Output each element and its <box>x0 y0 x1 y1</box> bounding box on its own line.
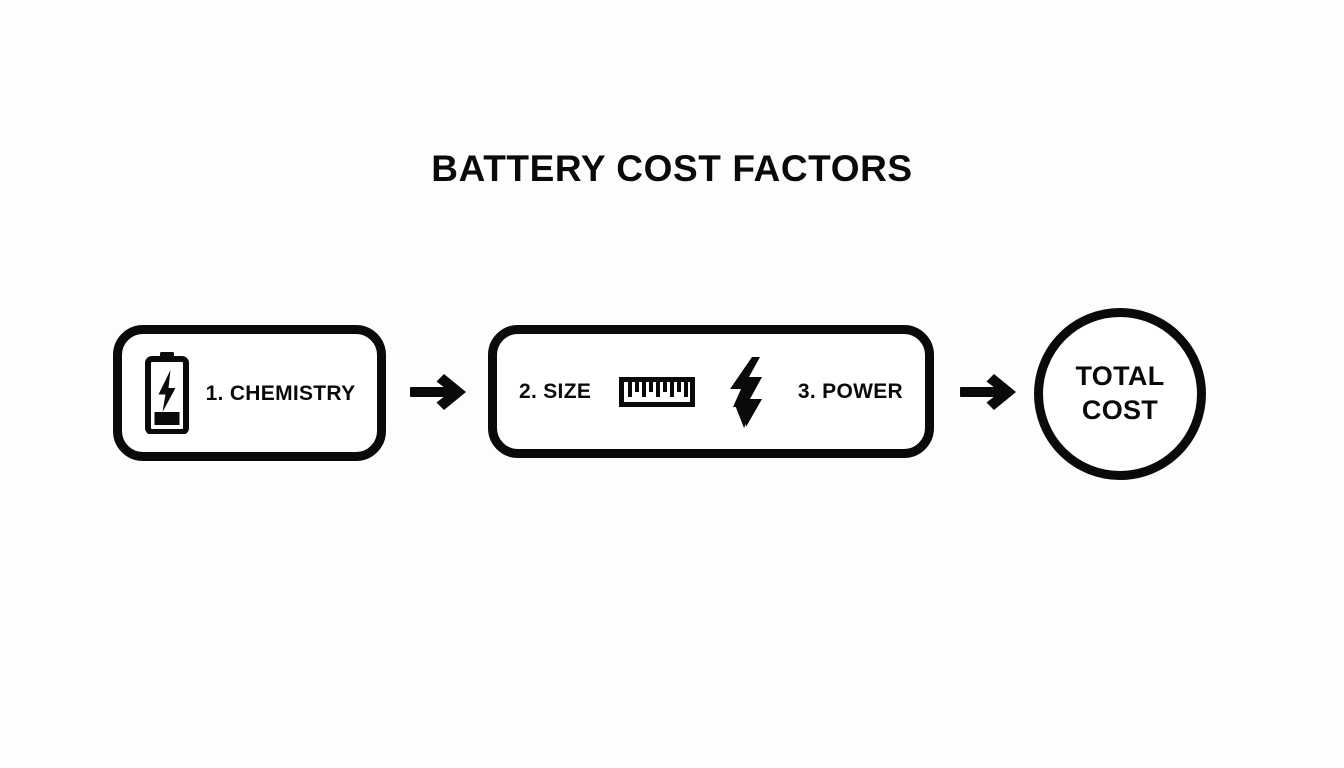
total-cost-line-1: TOTAL <box>1075 361 1165 392</box>
lightning-bolt-icon <box>722 355 770 429</box>
stage-inner-row: 2. SIZE <box>497 355 925 429</box>
ruler-icon <box>618 376 695 407</box>
stage-label-power: 3. POWER <box>797 380 903 403</box>
arrow-right-icon <box>958 368 1024 416</box>
arrow-right-icon <box>408 368 474 416</box>
battery-charging-icon <box>144 352 190 434</box>
total-cost-node[interactable]: TOTAL COST <box>1034 308 1206 480</box>
page-title: BATTERY COST FACTORS <box>431 148 913 189</box>
stage-box-size-power[interactable]: 2. SIZE <box>488 325 934 458</box>
stage-label-size: 2. SIZE <box>519 380 592 403</box>
stage-label-chemistry: 1. CHEMISTRY <box>205 381 356 405</box>
process-flow: 1. CHEMISTRY 2. SIZE <box>0 300 1344 490</box>
total-cost-line-2: COST <box>1081 395 1159 425</box>
stage-box-chemistry[interactable]: 1. CHEMISTRY <box>113 325 386 461</box>
